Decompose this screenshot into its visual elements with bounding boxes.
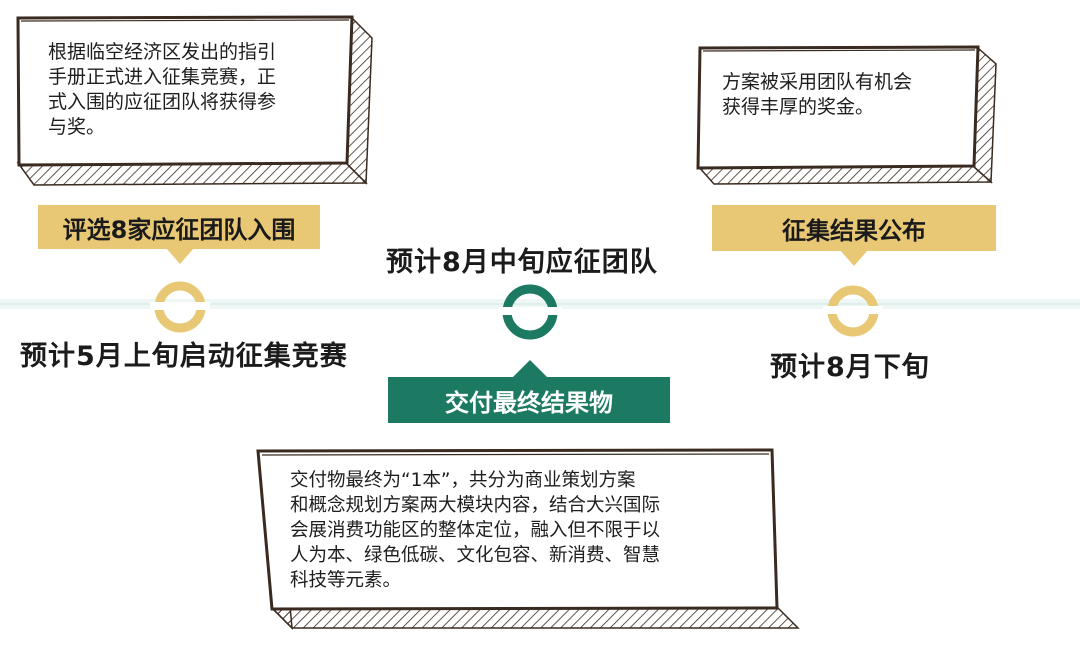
note-box-2-frame	[256, 448, 800, 630]
milestone-1-label: 评选8家应征团队入围	[38, 205, 320, 249]
milestone-3-note: 方案被采用团队有机会 获得丰厚的奖金。	[722, 71, 913, 118]
milestone-3-label: 征集结果公布	[712, 205, 996, 251]
marker-2-ring	[498, 284, 562, 340]
marker-3-ring	[823, 285, 883, 337]
milestone-1-note: 根据临空经济区发出的指引 手册正式进入征集竞赛，正 式入围的应征团队将获得参 与…	[48, 41, 277, 138]
milestone-2-date: 预计8月中旬应征团队	[386, 247, 658, 278]
milestone-2-note: 交付物最终为“1本”，共分为商业策划方案 和概念规划方案两大模块内容，结合大兴国…	[290, 470, 661, 591]
milestone-1-date: 预计5月上旬启动征集竞赛	[20, 341, 348, 372]
milestone-2-label: 交付最终结果物	[388, 377, 670, 423]
note-box-3-frame	[696, 45, 997, 185]
label-1-pointer	[166, 248, 194, 264]
milestone-3-date: 预计8月下旬	[770, 352, 930, 383]
label-3-pointer	[840, 250, 868, 266]
marker-1-ring	[150, 281, 210, 333]
label-2-pointer	[512, 360, 548, 378]
note-box-1-frame	[16, 15, 373, 186]
